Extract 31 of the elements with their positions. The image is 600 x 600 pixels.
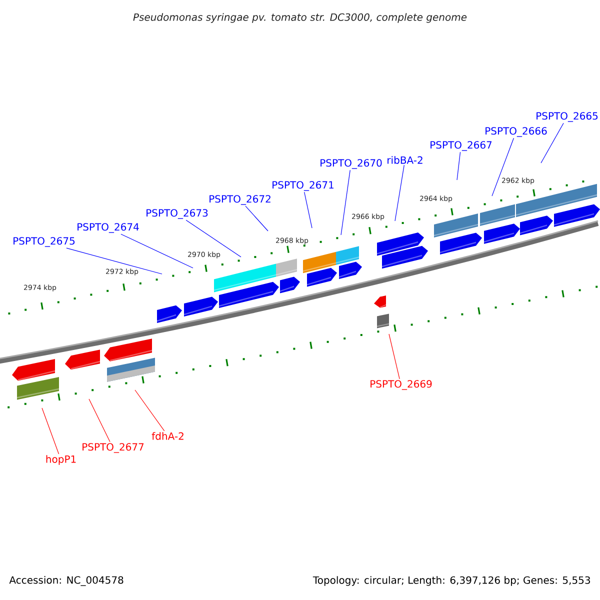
leader-line xyxy=(186,220,242,258)
title: Pseudomonas syringae pv. tomato str. DC3000, complete genome xyxy=(133,13,467,23)
leader-line xyxy=(120,234,194,268)
gene-label: PSPTO_2673 xyxy=(146,209,208,219)
leader-line xyxy=(540,122,564,164)
gene-label: PSPTO_2674 xyxy=(78,223,139,233)
leader-line xyxy=(492,138,514,196)
leader-line xyxy=(388,334,400,380)
gene-label: PSPTO_2670 xyxy=(320,159,382,169)
gene-label: fdhA-2 xyxy=(152,432,184,440)
leader-line xyxy=(340,170,350,236)
leader-line xyxy=(134,390,165,432)
leader-line xyxy=(304,192,312,228)
leader-line xyxy=(245,206,268,232)
gene-label: PSPTO_2666 xyxy=(486,127,547,137)
gene-label: PSPTO_2672 xyxy=(210,195,270,205)
gene-label: ribBA-2 xyxy=(388,156,422,164)
gene-label: PSPTO_2675 xyxy=(14,237,75,247)
gene-label: PSPTO_2665 xyxy=(536,112,598,122)
gene-label: PSPTO_2677 xyxy=(82,443,144,453)
leader-line xyxy=(394,164,404,222)
leader-line xyxy=(456,152,461,180)
gene-label: PSPTO_2667 xyxy=(430,141,492,151)
leader-line xyxy=(66,248,162,274)
gene-label: PSPTO_2671 xyxy=(272,181,334,191)
gene-label: PSPTO_2669 xyxy=(370,380,432,390)
footer-text: Accession: NC_004578 xyxy=(9,576,124,586)
gene-label: hopP1 xyxy=(46,455,76,465)
leader-line xyxy=(42,408,60,454)
leader-line xyxy=(88,398,110,442)
footer-text: Topology: circular; Length: 6,397,126 bp; Genes: 5,553 xyxy=(312,576,590,586)
